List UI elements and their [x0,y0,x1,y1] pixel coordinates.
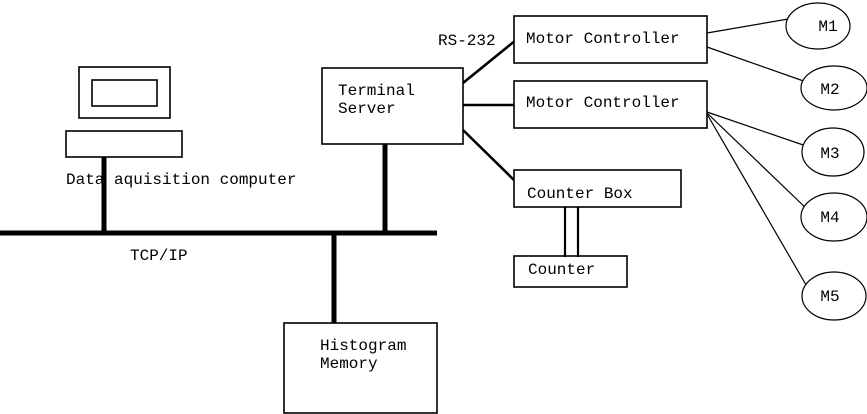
tcp-ip-bus-label: TCP/IP [130,247,188,265]
computer-monitor-screen-icon [91,79,158,107]
histogram-memory-label-line1: Histogram [320,337,406,355]
motor-m1-label: M1 [818,18,837,36]
motor-controller-1-box [513,15,708,64]
motor-m4-node [800,192,867,242]
data-acquisition-computer-label: Data aquisition computer [66,171,296,189]
histogram-memory-label-line2: Memory [320,355,378,373]
terminal-server-label-line1: Terminal [338,82,415,100]
computer-keyboard-icon [65,130,183,158]
motor-m1-node [785,2,851,50]
motor-m5-node [801,271,867,321]
motor-m4-label: M4 [820,209,839,227]
motor-m2-node [800,65,867,111]
motor-controller-2-box [513,80,708,129]
terminal-server-label-line2: Server [338,100,396,118]
counter-box-label: Counter Box [527,185,633,203]
counter-box-box [513,169,682,208]
motor-m3-node [801,127,865,177]
wire-mc2-to-m4 [706,112,811,213]
histogram-memory-box [283,322,438,414]
terminal-server-box [321,67,464,145]
motor-m2-label: M2 [820,81,839,99]
wire-ts-to-counter-box [462,129,516,182]
motor-controller-2-label: Motor Controller [526,94,680,112]
wire-mc2-to-m3 [706,111,813,149]
rs-232-label: RS-232 [438,32,496,50]
motor-m5-label: M5 [820,288,839,306]
motor-m3-label: M3 [820,145,839,163]
wire-mc2-to-m5 [706,113,810,291]
counter-box [513,255,628,288]
wire-rs232-ts-to-mc1 [462,38,517,85]
motor-controller-1-label: Motor Controller [526,30,680,48]
wire-mc1-to-m2 [706,46,813,85]
counter-label: Counter [528,261,595,279]
wire-mc1-to-m1 [706,16,801,34]
